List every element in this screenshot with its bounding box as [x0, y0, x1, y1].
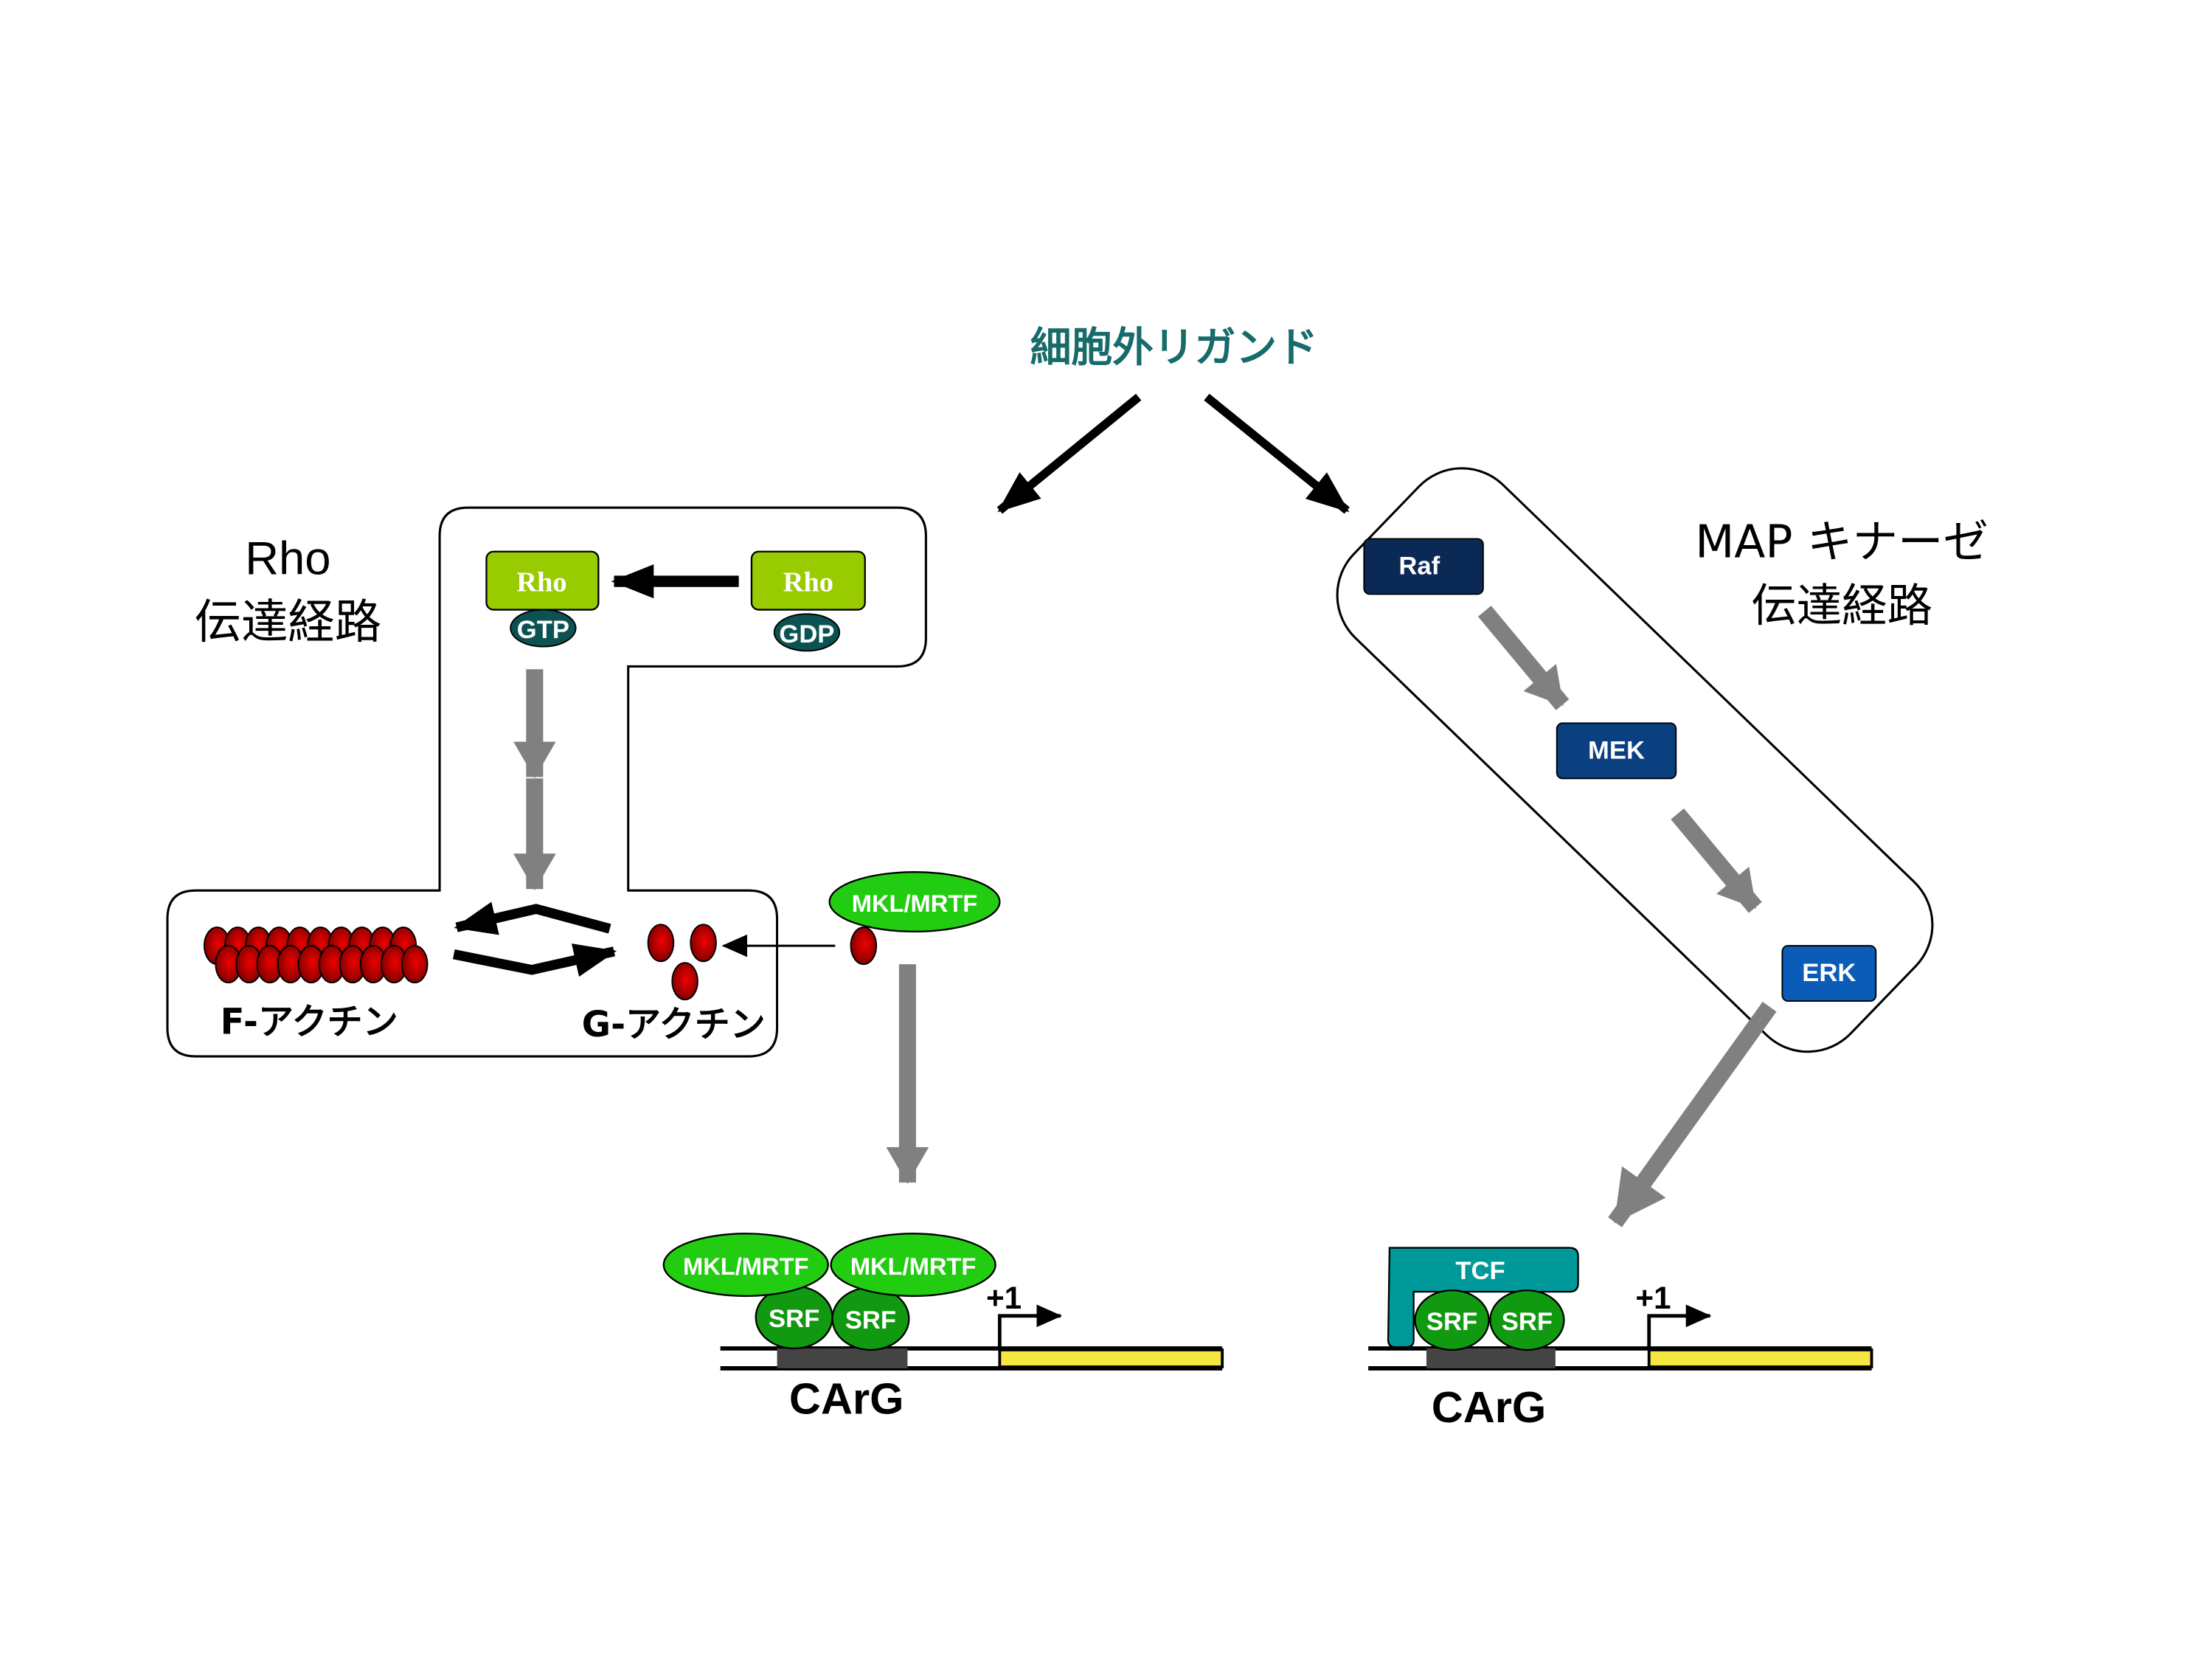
g-actin-monomer — [690, 924, 717, 963]
title-extracellular-ligand: 細胞外リガンド — [1030, 324, 1318, 372]
gtp-ellipse — [510, 609, 577, 648]
mkl-mrtf — [662, 1233, 829, 1298]
carg-box — [1426, 1348, 1556, 1368]
mkl-mrtf-free-label: MKL/MRTF — [852, 890, 977, 917]
mkl-mrtf — [830, 1233, 996, 1298]
gene-right: +1 TCF SRF SRF CArG — [1368, 1247, 1873, 1432]
gene-body — [1647, 1348, 1873, 1368]
depolymerize-arrow — [454, 901, 611, 935]
gtp-label: GTP — [517, 616, 569, 644]
srf-label: SRF — [769, 1305, 819, 1333]
raf-label: Raf — [1398, 552, 1440, 580]
g-actin-monomer — [647, 924, 675, 963]
tss-arrow — [1647, 1304, 1712, 1349]
g-actin-monomer — [671, 962, 698, 1001]
gene-left: +1 SRF SRF MKL/MRTF MKL/MRTF CArG — [662, 1233, 1224, 1423]
mkl-mrtf-label: MKL/MRTF — [850, 1253, 977, 1280]
tss-label: +1 — [986, 1281, 1022, 1315]
gray-arrow-mek-erk — [1671, 808, 1762, 913]
g-actin-bound-to-mkl — [850, 927, 878, 966]
gray-arrow-raf-mek — [1477, 606, 1570, 710]
mkl-mrtf-free — [828, 871, 1001, 933]
tss-arrow — [997, 1304, 1062, 1349]
rho-gdp-box — [750, 550, 866, 611]
mapk-pathway-label-2: 伝達経路 — [1751, 579, 1932, 632]
rho-pathway-label: Rho — [245, 533, 330, 584]
gdp-label: GDP — [779, 620, 834, 648]
carg-label: CArG — [789, 1374, 904, 1423]
carg-label: CArG — [1432, 1382, 1547, 1432]
erk-label: ERK — [1802, 959, 1856, 987]
arrow-to-mapk — [1204, 393, 1350, 514]
rho-gtp-label: Rho — [516, 567, 566, 598]
mapk-pathway-label: MAP キナーゼ — [1695, 515, 1989, 568]
tcf-label: TCF — [1455, 1257, 1505, 1285]
gray-arrow-erk-to-nucleus — [1608, 1002, 1777, 1227]
srf — [1414, 1289, 1490, 1351]
f-actin-monomer — [401, 945, 429, 984]
f-actin-label: F-アクチン — [221, 1001, 398, 1042]
srf-label: SRF — [845, 1306, 896, 1334]
polymerize-arrow — [452, 943, 617, 977]
g-actin-label: G-アクチン — [582, 1004, 766, 1045]
carg-box — [777, 1348, 908, 1368]
srf-label: SRF — [1502, 1308, 1553, 1336]
srf — [1489, 1289, 1565, 1351]
erk-box — [1781, 945, 1877, 1002]
arrow-to-rho — [996, 393, 1142, 514]
tcf-shape — [1387, 1247, 1579, 1348]
srf-label: SRF — [1426, 1308, 1477, 1336]
raf-box — [1363, 538, 1484, 595]
mapk-pathway-compartment — [1336, 467, 1934, 1053]
mkl-mrtf-label: MKL/MRTF — [683, 1253, 809, 1280]
gdp-ellipse — [773, 613, 841, 652]
f-actin-filament — [204, 927, 429, 984]
mek-box — [1556, 722, 1677, 780]
tss-label: +1 — [1635, 1281, 1671, 1315]
rho-gdp-label: Rho — [783, 567, 833, 598]
rho-pathway-compartment — [166, 506, 927, 1058]
mek-label: MEK — [1588, 736, 1645, 764]
gene-body — [998, 1348, 1224, 1368]
rho-pathway-label-2: 伝達経路 — [195, 595, 382, 649]
